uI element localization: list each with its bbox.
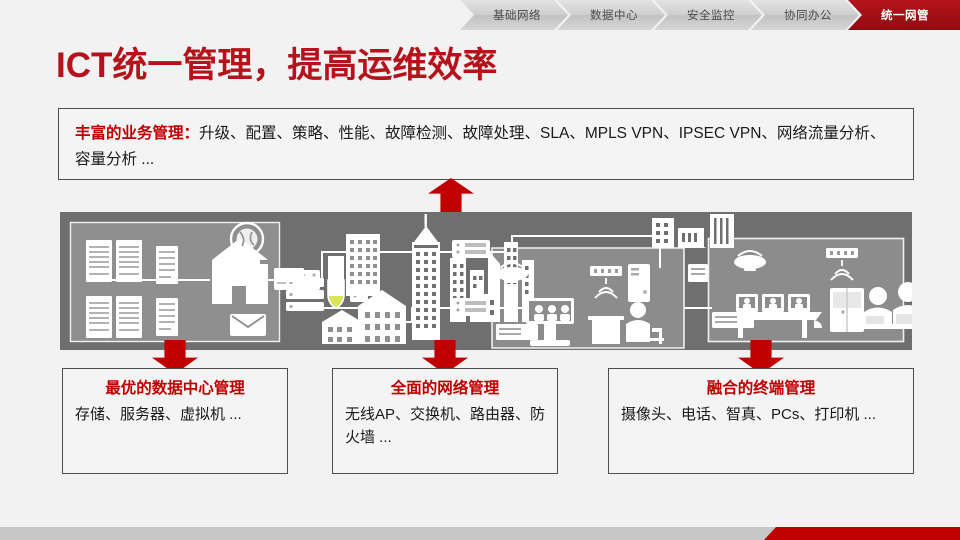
- network-management-box: 全面的网络管理 无线AP、交换机、路由器、防火墙 ...: [332, 368, 558, 474]
- telepresence-icon: [526, 298, 574, 346]
- datacenter-management-box: 最优的数据中心管理 存储、服务器、虚拟机 ...: [62, 368, 288, 474]
- camera-icon: [496, 262, 528, 283]
- terminal-management-title: 融合的终端管理: [706, 380, 816, 397]
- skyscraper-icon: [412, 214, 440, 340]
- desktop-pc-icon: [628, 264, 650, 302]
- breadcrumb-label: 数据中心: [590, 10, 638, 22]
- network-device-icon: [688, 264, 708, 282]
- people-icon: [858, 282, 912, 329]
- printer-icon: [830, 288, 864, 332]
- router-icon: [452, 298, 490, 316]
- datacenter-management-body: 存储、服务器、虚拟机 ...: [75, 405, 242, 423]
- footer-red-segment: [764, 527, 960, 540]
- breadcrumb-label: 基础网络: [493, 10, 541, 22]
- breadcrumb-label: 协同办公: [784, 10, 832, 22]
- business-management-box: 丰富的业务管理：升级、配置、策略、性能、故障检测、故障处理、SLA、MPLS V…: [58, 108, 914, 180]
- footer-bar: [0, 527, 960, 540]
- wifi-ap-icon: [590, 266, 622, 299]
- mail-icon: [230, 314, 266, 336]
- terminal-management-box: 融合的终端管理 摄像头、电话、智真、PCs、打印机 ...: [608, 368, 914, 474]
- footer-gray-segment: [0, 527, 782, 540]
- firewall-stack-icon: [286, 278, 324, 311]
- network-device-icon: [712, 312, 754, 328]
- topology-svg: [60, 212, 912, 350]
- globe-icon: [229, 221, 265, 257]
- breadcrumb-label: 统一网管: [881, 10, 929, 22]
- network-device-icon: [496, 324, 538, 340]
- breadcrumb-item-4[interactable]: 协同办公: [751, 0, 859, 30]
- arrow-up-icon: [428, 178, 474, 212]
- business-management-text: 升级、配置、策略、性能、故障检测、故障处理、SLA、MPLS VPN、IPSEC…: [75, 125, 886, 168]
- datacenter-management-title: 最优的数据中心管理: [105, 380, 245, 397]
- breadcrumb-item-3[interactable]: 安全监控: [654, 0, 762, 30]
- page-title: ICT统一管理，提高运维效率: [56, 46, 498, 85]
- wifi-ap-icon: [826, 248, 858, 281]
- terminal-management-body: 摄像头、电话、智真、PCs、打印机 ...: [621, 405, 877, 423]
- breadcrumb-item-2[interactable]: 数据中心: [557, 0, 665, 30]
- business-management-highlight: 丰富的业务管理：: [75, 125, 200, 142]
- network-management-body: 无线AP、交换机、路由器、防火墙 ...: [345, 405, 546, 447]
- breadcrumb-item-5-active[interactable]: 统一网管: [848, 0, 960, 30]
- router-icon: [274, 268, 304, 282]
- breadcrumb-item-1[interactable]: 基础网络: [460, 0, 568, 30]
- person-at-desk-icon: [588, 302, 664, 344]
- breadcrumb: 基础网络 数据中心 安全监控 协同办公 统一网管: [460, 0, 960, 30]
- network-management-title: 全面的网络管理: [390, 380, 500, 397]
- router-icon: [452, 240, 490, 258]
- camera-icon: [734, 250, 766, 271]
- network-topology-illustration: [60, 212, 912, 350]
- breadcrumb-label: 安全监控: [687, 10, 735, 22]
